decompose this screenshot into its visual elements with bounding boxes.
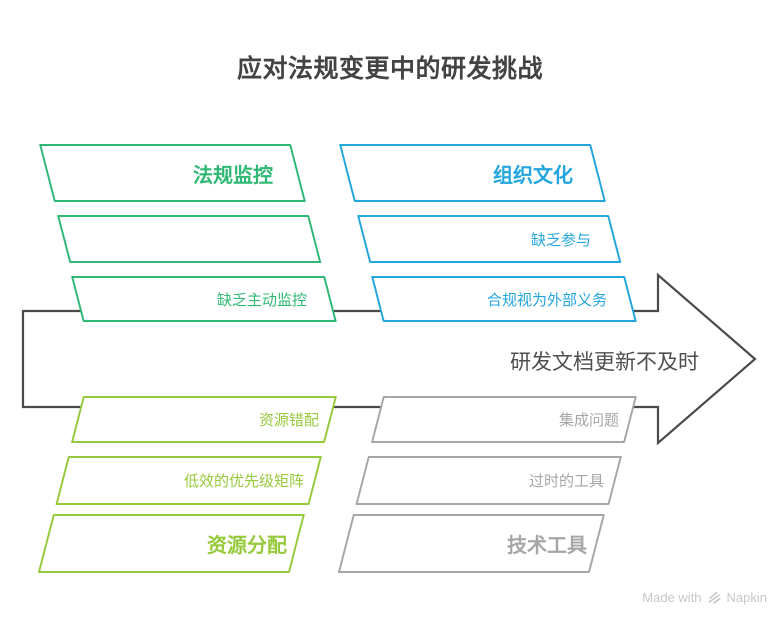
node-outdated-tools: 过时的工具 <box>355 456 622 505</box>
node-resource-misallocation: 资源错配 <box>70 396 337 443</box>
node-inefficient-priority-matrix: 低效的优先级矩阵 <box>55 456 323 505</box>
node-integration-issues: 集成问题 <box>370 396 637 443</box>
node-label: 缺乏参与 <box>530 231 591 249</box>
node-label: 法规监控 <box>193 164 273 187</box>
arrow-effect-label: 研发文档更新不及时 <box>510 351 699 374</box>
node-label: 技术工具 <box>507 535 587 557</box>
node-label: 集成问题 <box>558 412 619 429</box>
node-label: 组织文化 <box>493 164 573 187</box>
watermark-made-with-text: Made with <box>642 590 702 605</box>
node-label: 资源错配 <box>258 412 319 429</box>
node-label: 低效的优先级矩阵 <box>183 473 304 490</box>
node-label: 过时的工具 <box>528 473 604 490</box>
node-compliance-as-external-obligation: 合规视为外部义务 <box>371 276 637 322</box>
node-label: 缺乏主动监控 <box>216 291 307 309</box>
node-label: 资源分配 <box>207 535 287 557</box>
watermark-napkin[interactable]: Made with Napkin <box>642 590 767 605</box>
node-lack-of-participation: 缺乏参与 <box>357 215 622 263</box>
node-label: 合规视为外部义务 <box>486 291 607 309</box>
node-lack-of-proactive-monitoring: 缺乏主动监控 <box>71 276 337 322</box>
watermark-brand-text: Napkin <box>726 590 767 605</box>
node-empty <box>57 215 322 263</box>
node-regulation-monitoring: 法规监控 <box>39 144 306 202</box>
node-organizational-culture: 组织文化 <box>339 144 606 202</box>
node-resource-allocation: 资源分配 <box>37 514 305 573</box>
page-title: 应对法规变更中的研发挑战 <box>236 55 543 83</box>
node-label <box>57 215 309 263</box>
napkin-logo-icon <box>708 591 721 604</box>
node-technical-tools: 技术工具 <box>337 514 605 573</box>
